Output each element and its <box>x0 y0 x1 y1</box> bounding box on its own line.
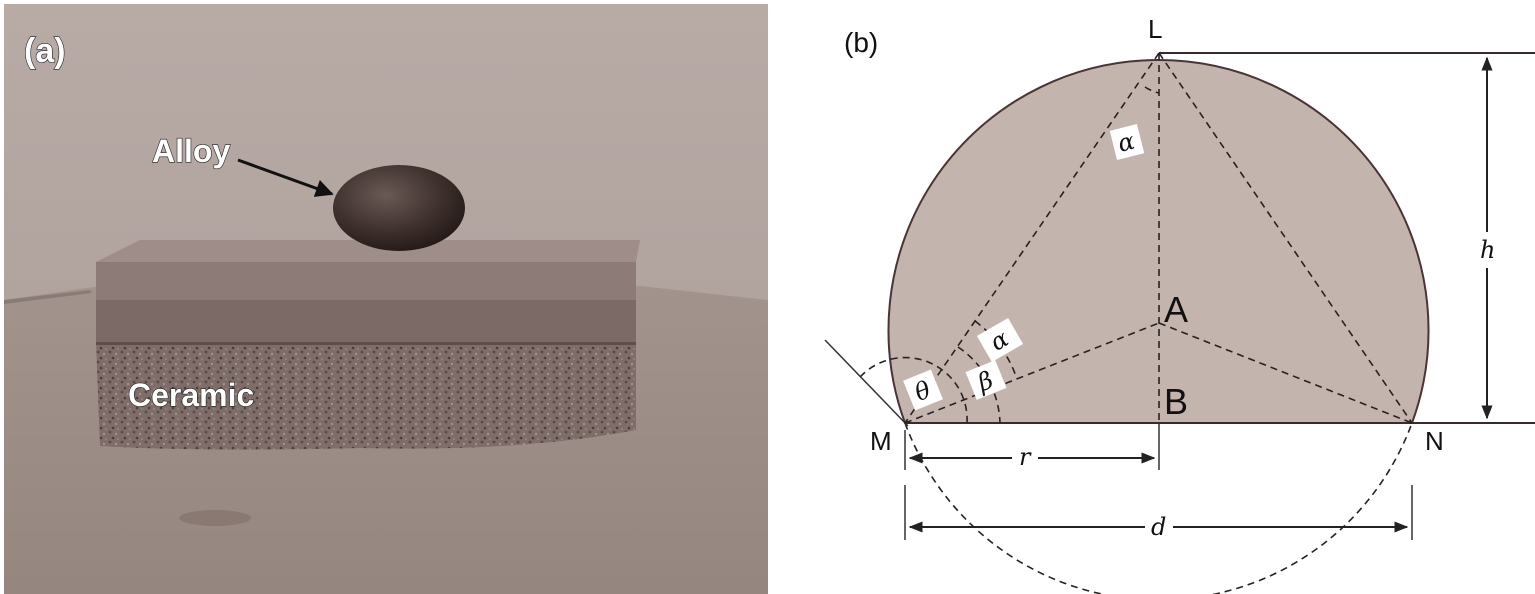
alloy-label: Alloy <box>152 133 230 169</box>
circle-dashed-arc <box>904 422 1413 594</box>
line-L-M <box>904 52 1160 424</box>
alloy-droplet <box>333 165 465 251</box>
ceramic-label: Ceramic <box>128 377 254 413</box>
line-L-N <box>1158 52 1413 424</box>
photo-panel-label: (a) <box>24 32 66 70</box>
point-L: L <box>1148 14 1162 44</box>
panel-b-diagram: (b) α α β <box>824 14 1535 594</box>
dim-d-label: d <box>1151 513 1166 541</box>
alloy-arrow <box>237 158 334 197</box>
line-A-N <box>1158 322 1413 424</box>
point-M: M <box>870 426 892 456</box>
theta-tag: θ <box>903 369 943 411</box>
tangent-line <box>824 339 909 427</box>
floor-spot <box>179 510 251 526</box>
line-M-A <box>904 322 1160 424</box>
drop-profile <box>887 59 1430 424</box>
alpha-top-tag: α <box>1109 124 1145 160</box>
floor-edge-line <box>4 290 92 304</box>
dim-r-label: r <box>1019 443 1032 471</box>
ceramic-block <box>96 240 640 450</box>
dim-h-label: h <box>1480 236 1495 264</box>
point-N: N <box>1425 426 1444 456</box>
point-A: A <box>1164 289 1188 330</box>
alpha-top-symbol: α <box>1115 127 1138 158</box>
arc-alpha-top <box>1144 86 1160 94</box>
panel-a-photo: (a) Alloy Ceramic <box>4 4 768 594</box>
alpha-low-tag: α <box>976 318 1024 362</box>
diagram-panel-label: (b) <box>844 27 878 58</box>
point-B: B <box>1164 381 1188 422</box>
beta-tag: β <box>965 360 1007 400</box>
arc-theta <box>859 356 968 424</box>
